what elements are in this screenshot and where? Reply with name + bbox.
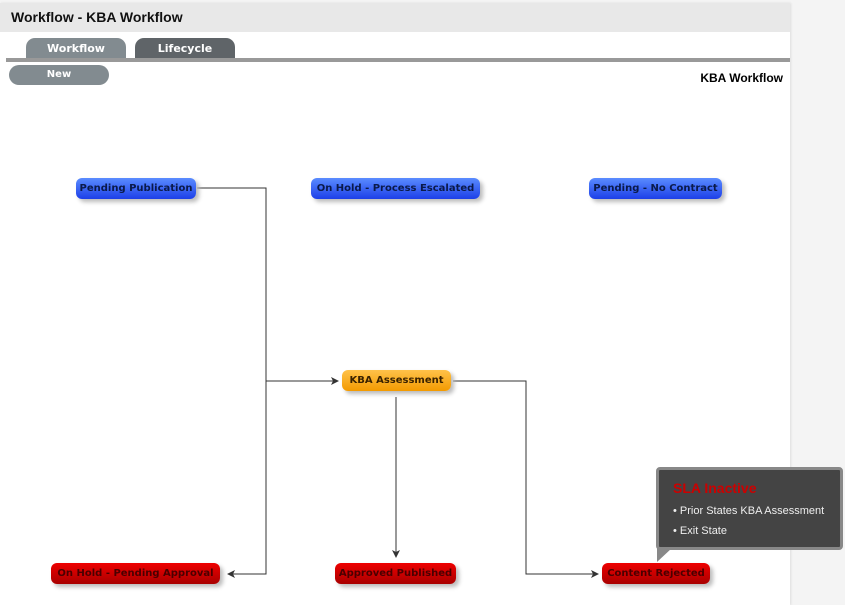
tab-divider [6,58,790,62]
workflow-panel: Workflow - KBA Workflow Workflow Lifecyc… [0,3,790,605]
transition-line [197,187,267,578]
tooltip-exit-state: • Exit State [673,525,727,537]
tooltip-title: SLA Inactive [673,480,757,496]
state-on-hold-pending-approval[interactable]: On Hold - Pending Approval [51,563,220,584]
state-content-rejected[interactable]: Content Rejected [602,563,710,584]
tab-workflow[interactable]: Workflow [26,38,126,58]
state-on-hold-process-escalated[interactable]: On Hold - Process Escalated [311,178,480,199]
page-title: Workflow - KBA Workflow [11,9,183,25]
tab-lifecycle[interactable]: Lifecycle [135,38,235,58]
new-button[interactable]: New [9,65,109,85]
state-pending-publication[interactable]: Pending Publication [76,178,196,199]
sla-tooltip: SLA Inactive • Prior States KBA Assessme… [656,467,843,550]
tooltip-prior-states: • Prior States KBA Assessment [673,505,825,517]
header: Workflow - KBA Workflow [0,3,790,32]
workflow-name: KBA Workflow [700,71,783,85]
state-pending-no-contract[interactable]: Pending - No Contract [589,178,722,199]
transition-line [453,380,599,578]
state-kba-assessment[interactable]: KBA Assessment [342,370,451,391]
state-approved-published[interactable]: Approved Published [335,563,456,584]
